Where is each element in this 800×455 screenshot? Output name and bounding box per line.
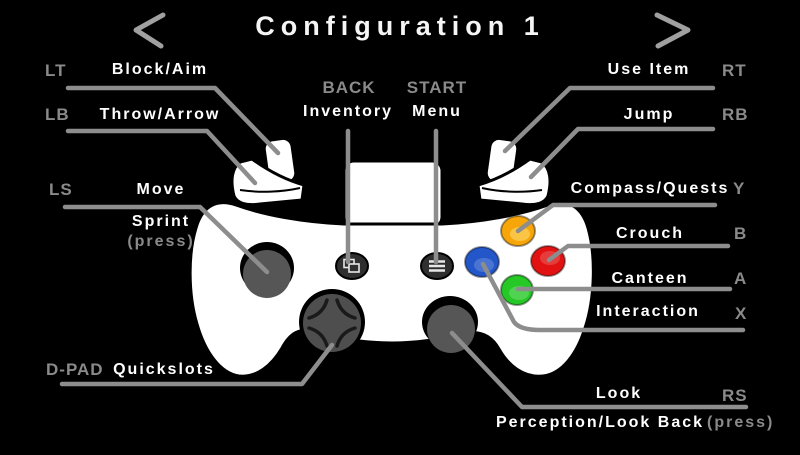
rs-key: RS (722, 386, 748, 405)
rs-action: Look (595, 385, 643, 402)
connector-rs (449, 330, 749, 410)
dpad-cross-grooves (307, 298, 357, 348)
lb-key: LB (45, 105, 70, 124)
a-action: Canteen (611, 270, 689, 287)
x-key: X (735, 304, 748, 323)
connector-ls (62, 204, 270, 275)
right-bumper (476, 157, 552, 207)
lb-action: Throw/Arrow (99, 106, 221, 123)
back-action: Inventory (302, 103, 394, 120)
rt-key: RT (722, 61, 747, 80)
connector-lb (65, 128, 258, 186)
start-action: Menu (412, 103, 462, 120)
left-bumper (230, 157, 306, 207)
dpad-action: Quickslots (113, 361, 215, 378)
ls-key: LS (49, 180, 73, 199)
dpad-key: D-PAD (46, 360, 104, 379)
x-action: Interaction (596, 303, 700, 320)
back-key: BACK (322, 78, 376, 97)
connector-b (546, 243, 731, 263)
left-bumper-seam (239, 187, 301, 193)
connector-y (515, 202, 718, 234)
start-key: START (406, 78, 468, 97)
rs-action2: Perception/Look Back (495, 414, 705, 431)
connector-dpad (59, 342, 335, 387)
a-key: A (734, 269, 748, 288)
lt-action: Block/Aim (111, 61, 209, 78)
b-key: B (734, 224, 748, 243)
lt-key: LT (45, 61, 67, 80)
connector-lt (65, 85, 281, 156)
y-key: Y (733, 179, 746, 198)
ls-action: Move (136, 181, 186, 198)
chevron-right-icon[interactable] (654, 12, 691, 49)
b-action: Crouch (616, 225, 684, 242)
y-action: Compass/Quests (570, 180, 730, 197)
dpad (303, 294, 361, 352)
right-stick (427, 305, 475, 353)
center-panel (342, 159, 444, 229)
page-title: Configuration 1 (255, 11, 545, 41)
connector-lines (59, 85, 749, 410)
connector-rb (528, 126, 716, 180)
rt-action: Use Item (607, 61, 691, 78)
chevron-left-icon[interactable] (133, 12, 166, 49)
connector-x (480, 261, 746, 333)
rb-key: RB (722, 105, 749, 124)
ls-action2: Sprint (131, 213, 191, 230)
right-bumper-seam (481, 187, 543, 193)
y-button-highlight (510, 227, 530, 241)
rs-modifier: (press) (707, 414, 775, 431)
rb-action: Jump (623, 106, 675, 123)
connector-rt (502, 85, 716, 154)
ls-modifier: (press) (127, 233, 195, 250)
